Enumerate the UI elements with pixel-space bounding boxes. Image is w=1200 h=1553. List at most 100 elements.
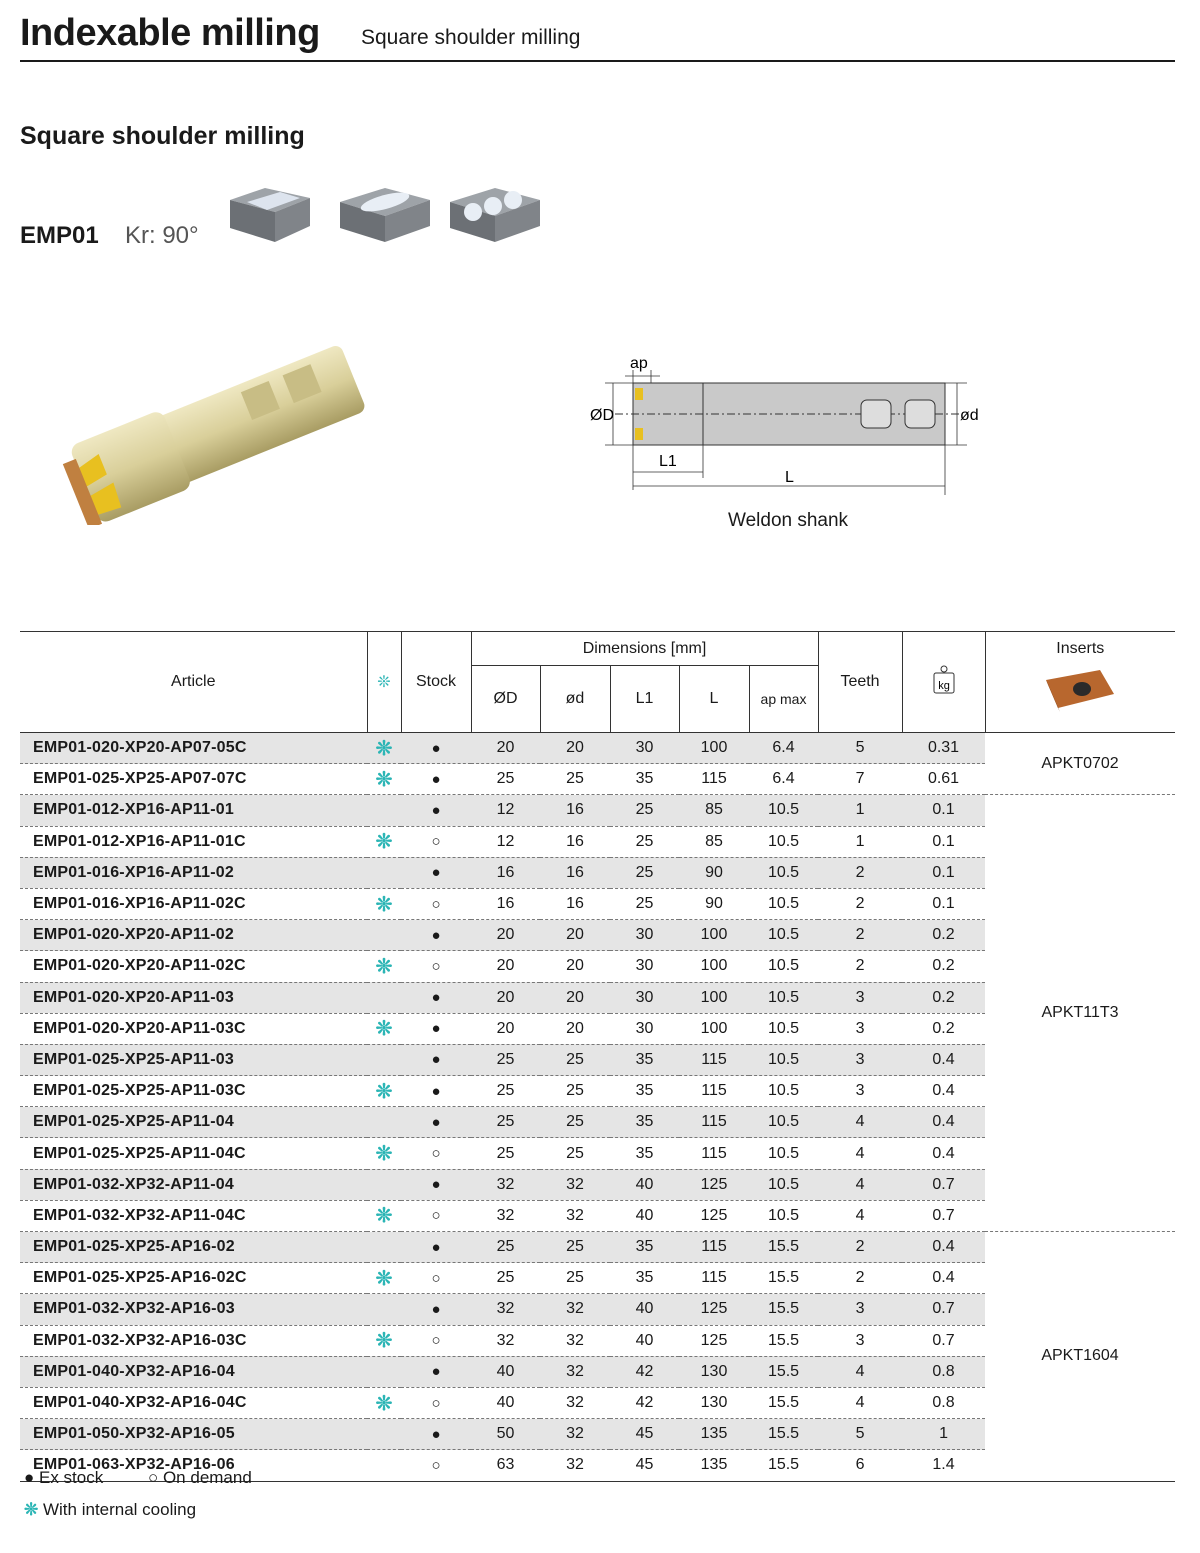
cell-L: 125 — [679, 1325, 749, 1357]
cell-cool: ❊ — [367, 1013, 401, 1045]
cell-article: EMP01-020-XP20-AP11-03 — [20, 982, 367, 1014]
cell-D: 32 — [471, 1200, 540, 1233]
header-weight: kg — [901, 631, 986, 733]
operation-icons — [230, 188, 540, 242]
cell-w: 1.4 — [902, 1449, 986, 1482]
cell-stock: ● — [401, 732, 471, 765]
cell-D: 12 — [471, 794, 540, 827]
cell-d: 16 — [540, 857, 610, 889]
cell-ap: 10.5 — [749, 826, 819, 858]
cell-article: EMP01-032-XP32-AP16-03C — [20, 1325, 367, 1357]
cell-teeth: 4 — [818, 1200, 903, 1233]
cell-cool — [367, 857, 401, 889]
header-article: Article — [20, 631, 367, 733]
cell-w: 0.1 — [902, 888, 986, 921]
cell-article: EMP01-016-XP16-AP11-02 — [20, 857, 367, 889]
cell-ap: 10.5 — [749, 1106, 819, 1139]
cell-d: 25 — [540, 1137, 610, 1170]
cell-cool — [367, 982, 401, 1014]
cell-L1: 45 — [610, 1449, 679, 1482]
cell-article: EMP01-025-XP25-AP07-07C — [20, 763, 367, 796]
cell-article: EMP01-025-XP25-AP11-04C — [20, 1137, 367, 1170]
cell-w: 0.4 — [902, 1075, 986, 1108]
cell-d: 20 — [540, 732, 610, 765]
cell-stock: ● — [401, 1075, 471, 1108]
cell-teeth: 3 — [818, 1013, 903, 1045]
cell-ap: 10.5 — [749, 888, 819, 921]
cell-L: 125 — [679, 1200, 749, 1233]
cell-D: 20 — [471, 982, 540, 1014]
cell-d: 20 — [540, 1013, 610, 1045]
cell-w: 0.4 — [902, 1137, 986, 1170]
drawing-ap-label: ap — [630, 355, 648, 372]
cell-stock: ● — [401, 982, 471, 1014]
cell-L1: 25 — [610, 826, 679, 858]
model-kr: Kr: 90° — [125, 222, 199, 249]
cell-D: 20 — [471, 919, 540, 952]
cell-teeth: 2 — [818, 919, 903, 952]
cell-D: 25 — [471, 1106, 540, 1139]
cell-ap: 10.5 — [749, 919, 819, 952]
cell-w: 0.1 — [902, 857, 986, 889]
cell-D: 25 — [471, 1231, 540, 1264]
cell-d: 20 — [540, 982, 610, 1014]
cell-cool: ❊ — [367, 1075, 401, 1108]
cell-L: 85 — [679, 826, 749, 858]
cell-L: 135 — [679, 1449, 749, 1482]
cell-ap: 10.5 — [749, 1137, 819, 1170]
cell-article: EMP01-012-XP16-AP11-01C — [20, 826, 367, 858]
cell-cool — [367, 919, 401, 952]
cell-stock: ○ — [401, 1387, 471, 1420]
cell-ap: 10.5 — [749, 794, 819, 827]
cell-stock: ○ — [401, 1262, 471, 1295]
cell-ap: 10.5 — [749, 1044, 819, 1077]
cell-L1: 30 — [610, 919, 679, 952]
cell-cool — [367, 1044, 401, 1077]
cell-L: 115 — [679, 1075, 749, 1108]
cell-L: 100 — [679, 950, 749, 983]
cell-L: 115 — [679, 1231, 749, 1264]
header-ap: ap max — [748, 665, 819, 733]
cell-ap: 15.5 — [749, 1449, 819, 1482]
cooling-icon: ❊ — [24, 1500, 39, 1519]
cell-w: 0.61 — [902, 763, 986, 796]
cell-cool: ❊ — [367, 1262, 401, 1295]
header-stock: Stock — [400, 631, 471, 733]
cell-d: 25 — [540, 1075, 610, 1108]
cell-stock: ● — [401, 857, 471, 889]
cell-cool — [367, 1418, 401, 1451]
cell-d: 25 — [540, 1262, 610, 1295]
cell-L1: 40 — [610, 1293, 679, 1326]
cell-ap: 10.5 — [749, 1169, 819, 1201]
cell-w: 0.31 — [902, 732, 986, 765]
cell-article: EMP01-040-XP32-AP16-04 — [20, 1356, 367, 1388]
cell-D: 16 — [471, 888, 540, 921]
cell-stock: ● — [401, 919, 471, 952]
cell-w: 0.2 — [902, 1013, 986, 1045]
cell-L1: 45 — [610, 1418, 679, 1451]
cell-d: 32 — [540, 1200, 610, 1233]
cell-D: 50 — [471, 1418, 540, 1451]
cell-stock: ● — [401, 763, 471, 796]
cell-D: 40 — [471, 1387, 540, 1420]
cell-cool: ❊ — [367, 1325, 401, 1357]
page-title: Indexable milling — [20, 12, 320, 54]
cell-w: 0.1 — [902, 826, 986, 858]
insert-group-0: APKT0702 — [985, 732, 1176, 796]
cell-cool — [367, 794, 401, 827]
legend-stock: ● Ex stock ○ On demand — [24, 1468, 252, 1488]
cell-stock: ● — [401, 1418, 471, 1451]
drawing-caption: Weldon shank — [728, 510, 849, 531]
cell-w: 0.8 — [902, 1387, 986, 1420]
cell-article: EMP01-025-XP25-AP11-03 — [20, 1044, 367, 1077]
header-dimensions: Dimensions [mm] — [470, 631, 819, 666]
cell-stock: ● — [401, 1106, 471, 1139]
cell-L1: 35 — [610, 763, 679, 796]
cell-d: 25 — [540, 1044, 610, 1077]
